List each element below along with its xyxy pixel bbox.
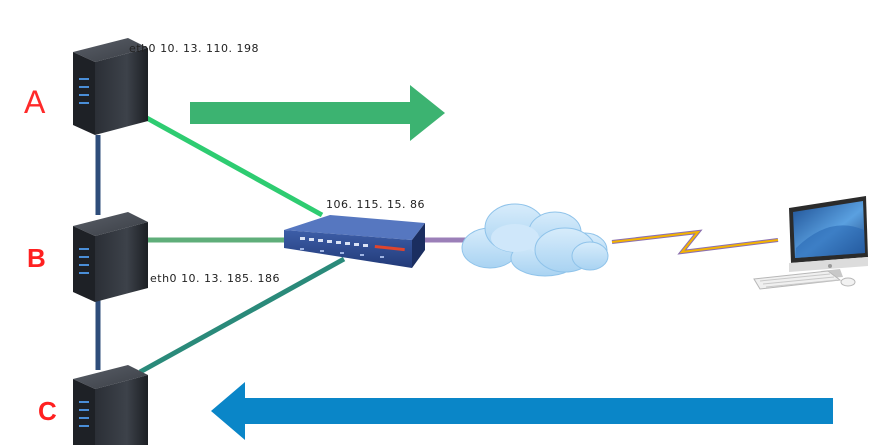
node-label-a: A xyxy=(24,84,46,120)
mouse-icon xyxy=(840,277,856,287)
outbound-arrow xyxy=(190,85,445,141)
server-a-ip: 10. 13. 110. 198 xyxy=(160,42,260,55)
server-a-interface: eth0 xyxy=(129,42,157,55)
server-b-icon xyxy=(73,212,148,302)
apple-logo-icon xyxy=(828,264,832,268)
server-a-address: eth0 10. 13. 110. 198 xyxy=(129,42,259,55)
lightning-icon xyxy=(611,229,779,255)
inbound-arrow xyxy=(211,382,833,440)
server-b-address: eth0 10. 13. 185. 186 xyxy=(150,272,280,285)
server-b-ip: 10. 13. 185. 186 xyxy=(181,272,281,285)
cloud-icon xyxy=(461,203,609,277)
node-label-b: B xyxy=(27,243,46,273)
desktop-computer-icon xyxy=(789,196,868,279)
link-c-router xyxy=(138,256,346,375)
keyboard-icon xyxy=(753,270,842,290)
router-links xyxy=(138,114,466,375)
router-icon xyxy=(284,215,425,268)
server-c-icon xyxy=(73,365,148,445)
server-a-icon xyxy=(73,38,148,135)
node-label-c: C xyxy=(38,396,57,426)
server-b-interface: eth0 xyxy=(150,272,178,285)
link-a-router xyxy=(143,114,324,218)
router-ip: 106. 115. 15. 86 xyxy=(326,198,425,211)
